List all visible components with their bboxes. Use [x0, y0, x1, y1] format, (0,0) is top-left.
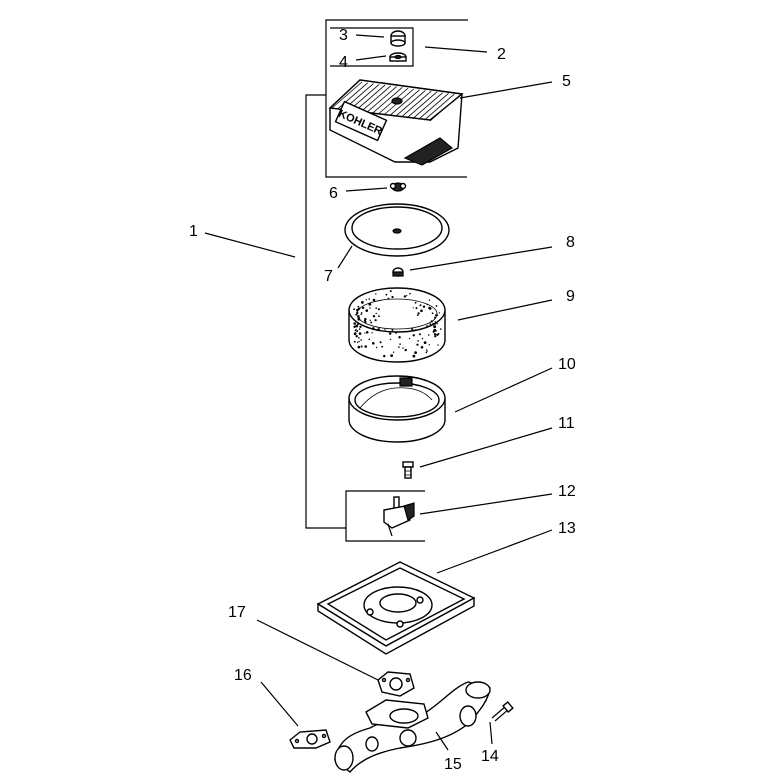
callout-2: 2 [497, 46, 506, 63]
callout-12: 12 [558, 483, 576, 500]
part-11-screw [402, 461, 414, 479]
callout-7: 7 [324, 268, 333, 285]
callout-5: 5 [562, 73, 571, 90]
foam-texture [353, 290, 442, 358]
callout-13: 13 [558, 520, 576, 537]
assembly-brackets [305, 19, 468, 542]
part-8-grommet [392, 267, 404, 277]
part-5-cover: KOHLER [328, 79, 464, 166]
part-14-bolt [491, 701, 514, 722]
callout-15: 15 [444, 756, 462, 773]
callout-8: 8 [566, 234, 575, 251]
callout-14: 14 [481, 748, 499, 765]
part-17-gasket [377, 671, 415, 697]
part-6-wingnut [389, 182, 407, 192]
part-10-filter-element [348, 375, 446, 443]
callout-labels: 1 2 3 4 5 6 7 8 9 10 11 12 13 14 15 16 1… [189, 27, 576, 773]
callout-17: 17 [228, 604, 246, 621]
leader-lines [204, 34, 553, 751]
part-4-nut [389, 52, 407, 62]
part-3-knob [390, 30, 406, 47]
part-13-base [316, 561, 476, 655]
callout-9: 9 [566, 288, 575, 305]
part-16-gasket [289, 729, 331, 749]
callout-6: 6 [329, 185, 338, 202]
callout-16: 16 [234, 667, 252, 684]
part-9-foam-element [348, 287, 446, 363]
part-15-intake-tube [334, 681, 491, 773]
callout-4: 4 [339, 54, 348, 71]
callout-1: 1 [189, 223, 198, 240]
cover-fins [331, 81, 461, 122]
part-12-bracket [383, 496, 415, 537]
callout-3: 3 [339, 27, 348, 44]
callout-10: 10 [558, 356, 576, 373]
part-7-lid [344, 203, 450, 257]
callout-11: 11 [558, 415, 575, 432]
